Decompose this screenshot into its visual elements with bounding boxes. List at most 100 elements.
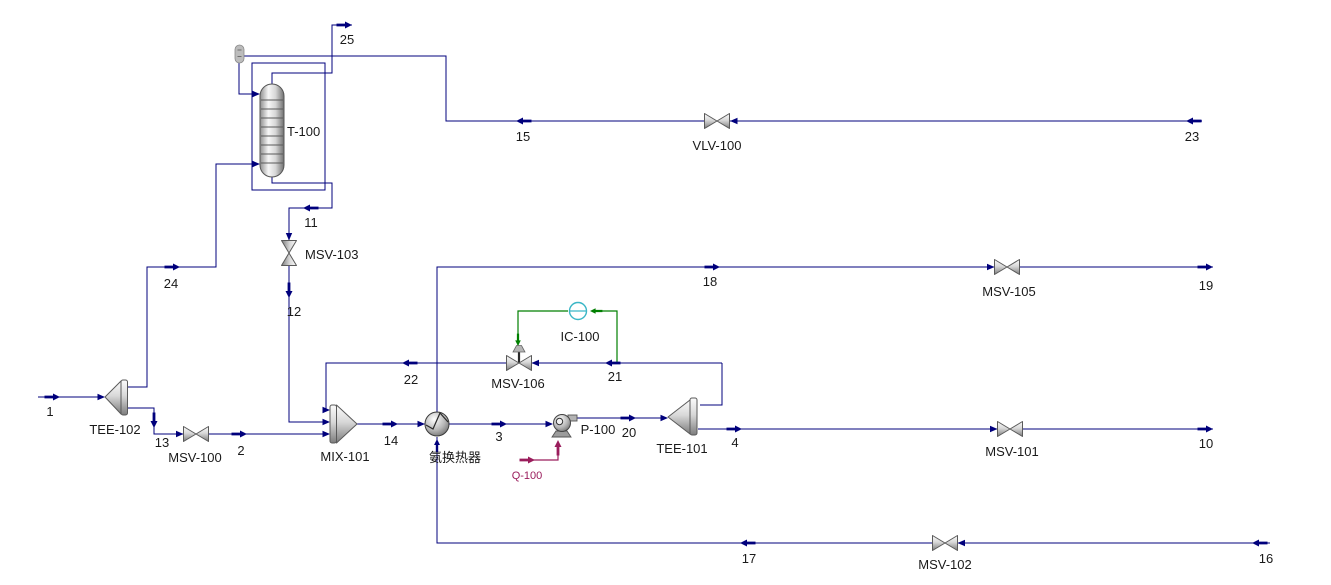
stream-label-18[interactable]: 18: [703, 274, 717, 289]
flow-arrow-15[interactable]: [516, 117, 532, 125]
inlet-arrowhead-column-upper: [252, 90, 260, 98]
valve-msv101-icon[interactable]: [997, 421, 1023, 437]
valve-msv105-icon[interactable]: [994, 259, 1020, 275]
flow-arrow-14[interactable]: [382, 420, 399, 428]
flow-arrow-1[interactable]: [44, 393, 61, 401]
stream-line-16-17[interactable]: [436, 437, 1270, 544]
inlet-arrowhead-msv105: [987, 263, 995, 271]
exchanger-zigzag: [425, 411, 449, 430]
equipment-label-msv100[interactable]: MSV-100: [168, 450, 221, 465]
stream-line-11-12-bottoms[interactable]: [271, 176, 333, 423]
valve-msv102-icon[interactable]: [932, 535, 958, 551]
energy-stream-line-q100[interactable]: [520, 442, 559, 461]
stream-label-17[interactable]: 17: [742, 551, 756, 566]
stream-line-24[interactable]: [127, 163, 258, 388]
exchanger-icon[interactable]: [424, 411, 450, 437]
tee-102-icon[interactable]: [104, 379, 128, 416]
flow-arrow-16[interactable]: [1252, 539, 1268, 547]
tee-101-icon[interactable]: [667, 397, 698, 436]
equipment-label-msv103[interactable]: MSV-103: [305, 247, 358, 262]
pump-p100-icon[interactable]: [551, 414, 578, 438]
signal-arrow-into-controller: [590, 308, 603, 314]
stream-line-tee101-recycle[interactable]: [700, 363, 723, 406]
inlet-arrowhead-exchanger-left: [417, 420, 425, 428]
stream-label-21[interactable]: 21: [608, 369, 622, 384]
flow-arrow-25[interactable]: [336, 21, 353, 29]
stream-label-13[interactable]: 13: [155, 435, 169, 450]
inlet-arrowhead-msv101: [990, 425, 998, 433]
valve-msv100-icon[interactable]: [183, 426, 209, 442]
stream-label-4[interactable]: 4: [731, 435, 738, 450]
equipment-label-mix101[interactable]: MIX-101: [320, 449, 369, 464]
stream-label-2[interactable]: 2: [237, 443, 244, 458]
stream-line-column-upper-feed[interactable]: [238, 63, 258, 95]
flow-arrow-12[interactable]: [285, 282, 293, 299]
stream-line-23-15[interactable]: [244, 55, 1202, 122]
flow-arrow-19[interactable]: [1197, 263, 1214, 271]
stream-label-10[interactable]: 10: [1199, 436, 1213, 451]
flow-arrow-21[interactable]: [605, 359, 621, 367]
equipment-label-msv106[interactable]: MSV-106: [491, 376, 544, 391]
inlet-arrowhead-column-lower: [252, 160, 260, 168]
flow-arrow-13[interactable]: [150, 412, 158, 429]
flow-arrow-11[interactable]: [303, 204, 319, 212]
equipment-label-vlv100[interactable]: VLV-100: [693, 138, 742, 153]
controller-ic100-icon[interactable]: [568, 301, 588, 321]
column-t100[interactable]: [259, 83, 285, 178]
energy-label-q100[interactable]: Q-100: [512, 470, 543, 482]
equipment-label-exchanger[interactable]: 氨换热器: [429, 450, 481, 465]
stream-label-23[interactable]: 23: [1185, 129, 1199, 144]
equipment-label-msv101[interactable]: MSV-101: [985, 444, 1038, 459]
stream-label-25[interactable]: 25: [340, 32, 354, 47]
flow-arrow-17[interactable]: [740, 539, 756, 547]
column-subflowsheet-box: [251, 62, 326, 191]
flow-arrow-23[interactable]: [1186, 117, 1202, 125]
inlet-arrowhead-msv100: [176, 430, 184, 438]
stream-label-3[interactable]: 3: [495, 429, 502, 444]
stream-label-20[interactable]: 20: [622, 425, 636, 440]
flow-arrow-22[interactable]: [402, 359, 418, 367]
stream-label-11[interactable]: 11: [304, 215, 318, 230]
inlet-arrowhead-tee102: [97, 393, 105, 401]
flow-arrow-10[interactable]: [1197, 425, 1214, 433]
equipment-label-msv105[interactable]: MSV-105: [982, 284, 1035, 299]
equipment-label-tee102[interactable]: TEE-102: [89, 422, 140, 437]
inlet-arrowhead-mix101-bottom: [322, 430, 330, 438]
stream-label-14[interactable]: 14: [384, 433, 398, 448]
valve-actuator-cap: [512, 345, 526, 353]
valve-vlv100-icon[interactable]: [704, 113, 730, 129]
column-feed-nozzle-marker: [234, 44, 245, 64]
stream-line-18-19[interactable]: [436, 266, 1213, 412]
energy-arrow-q100-inlet[interactable]: [554, 440, 562, 456]
stream-label-19[interactable]: 19: [1199, 278, 1213, 293]
flow-arrow-3[interactable]: [491, 420, 508, 428]
energy-arrow-q100[interactable]: [519, 456, 536, 464]
stream-label-16[interactable]: 16: [1259, 551, 1273, 566]
mix-101-icon[interactable]: [329, 404, 358, 444]
equipment-label-p100[interactable]: P-100: [581, 422, 616, 437]
flow-arrow-18[interactable]: [704, 263, 721, 271]
flow-arrow-20[interactable]: [620, 414, 637, 422]
inlet-arrowhead-pump: [545, 420, 553, 428]
inlet-arrowhead-msv103: [285, 233, 293, 241]
flow-arrow-4[interactable]: [726, 425, 743, 433]
stream-label-15[interactable]: 15: [516, 129, 530, 144]
stream-label-22[interactable]: 22: [404, 372, 418, 387]
stream-label-1[interactable]: 1: [46, 404, 53, 419]
equipment-label-t100[interactable]: T-100: [287, 124, 320, 139]
equipment-label-tee101[interactable]: TEE-101: [656, 441, 707, 456]
inlet-arrowhead-vlv100: [730, 117, 738, 125]
inlet-arrowhead-msv102: [957, 539, 965, 547]
column-tray-lines: [261, 99, 283, 164]
equipment-label-msv102[interactable]: MSV-102: [918, 557, 971, 572]
equipment-label-ic100[interactable]: IC-100: [560, 329, 599, 344]
valve-msv106-icon[interactable]: [506, 345, 532, 371]
valve-msv103-icon[interactable]: [281, 240, 297, 266]
flow-arrow-2[interactable]: [231, 430, 248, 438]
flow-arrow-24[interactable]: [164, 263, 181, 271]
stream-label-24[interactable]: 24: [164, 276, 178, 291]
stream-label-12[interactable]: 12: [287, 304, 301, 319]
signal-arrow-into-valve: [515, 333, 521, 346]
